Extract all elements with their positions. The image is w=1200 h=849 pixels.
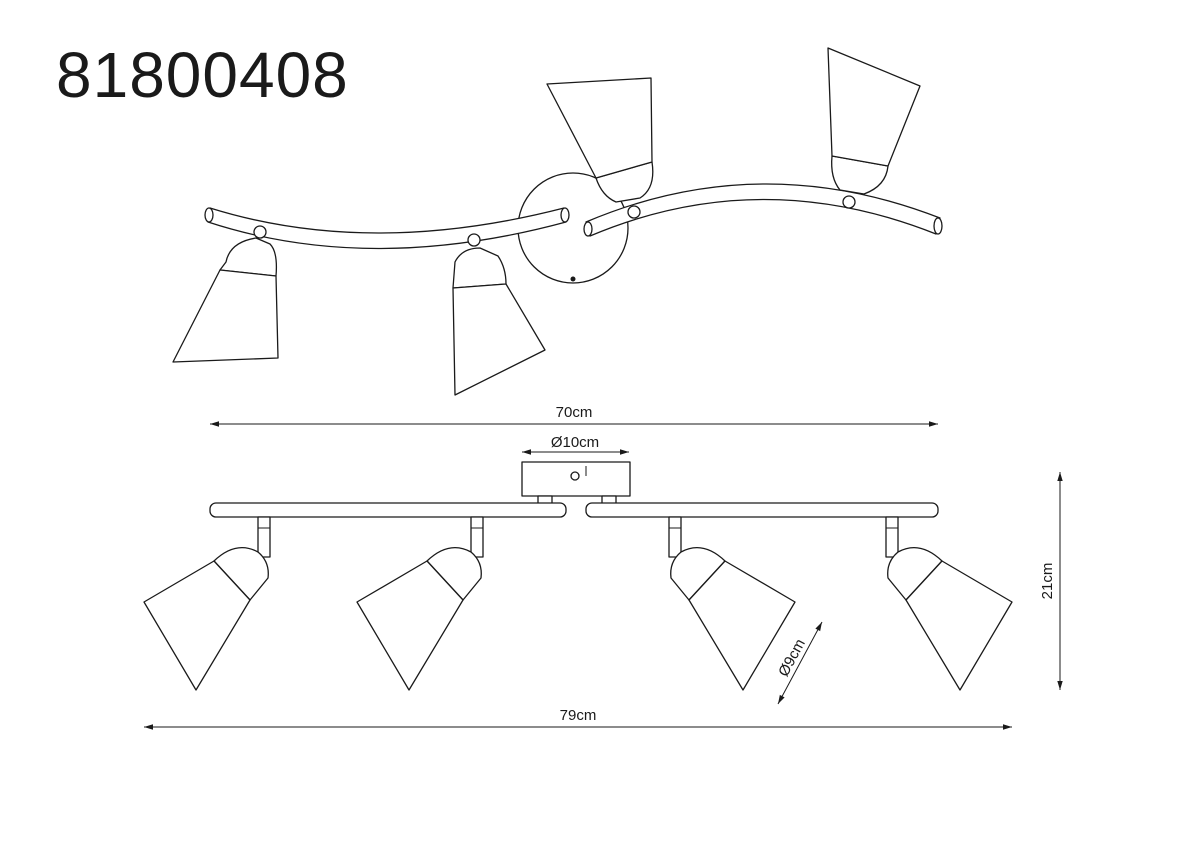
label-shade-diameter: Ø9cm bbox=[775, 636, 809, 679]
front-shade-3 bbox=[668, 516, 796, 691]
top-shade-1 bbox=[172, 225, 279, 363]
top-shade-2 bbox=[452, 233, 546, 396]
front-right-bar bbox=[585, 502, 939, 518]
top-shade-4 bbox=[827, 47, 921, 209]
front-view bbox=[143, 461, 1013, 691]
model-number: 81800408 bbox=[56, 39, 349, 111]
top-shade-3 bbox=[546, 77, 654, 219]
label-canopy-diameter: Ø10cm bbox=[551, 434, 599, 451]
dimension-shade-diameter: Ø9cm bbox=[775, 621, 823, 705]
front-canopy-screw bbox=[570, 471, 580, 481]
label-height: 21cm bbox=[1039, 563, 1056, 600]
label-top-width: 70cm bbox=[556, 404, 593, 421]
top-view bbox=[172, 47, 943, 396]
front-shade-2 bbox=[356, 516, 484, 691]
dimension-height: 21cm bbox=[1039, 472, 1063, 690]
label-total-width: 79cm bbox=[560, 707, 597, 724]
dimension-total-width: 79cm bbox=[144, 707, 1012, 730]
front-shade-4 bbox=[885, 516, 1013, 691]
front-shade-1 bbox=[143, 516, 271, 691]
dimension-top-width: 70cm bbox=[210, 404, 938, 427]
dimension-canopy-diameter: Ø10cm bbox=[522, 434, 629, 455]
front-left-bar bbox=[209, 502, 567, 518]
top-canopy-screw bbox=[570, 276, 576, 282]
